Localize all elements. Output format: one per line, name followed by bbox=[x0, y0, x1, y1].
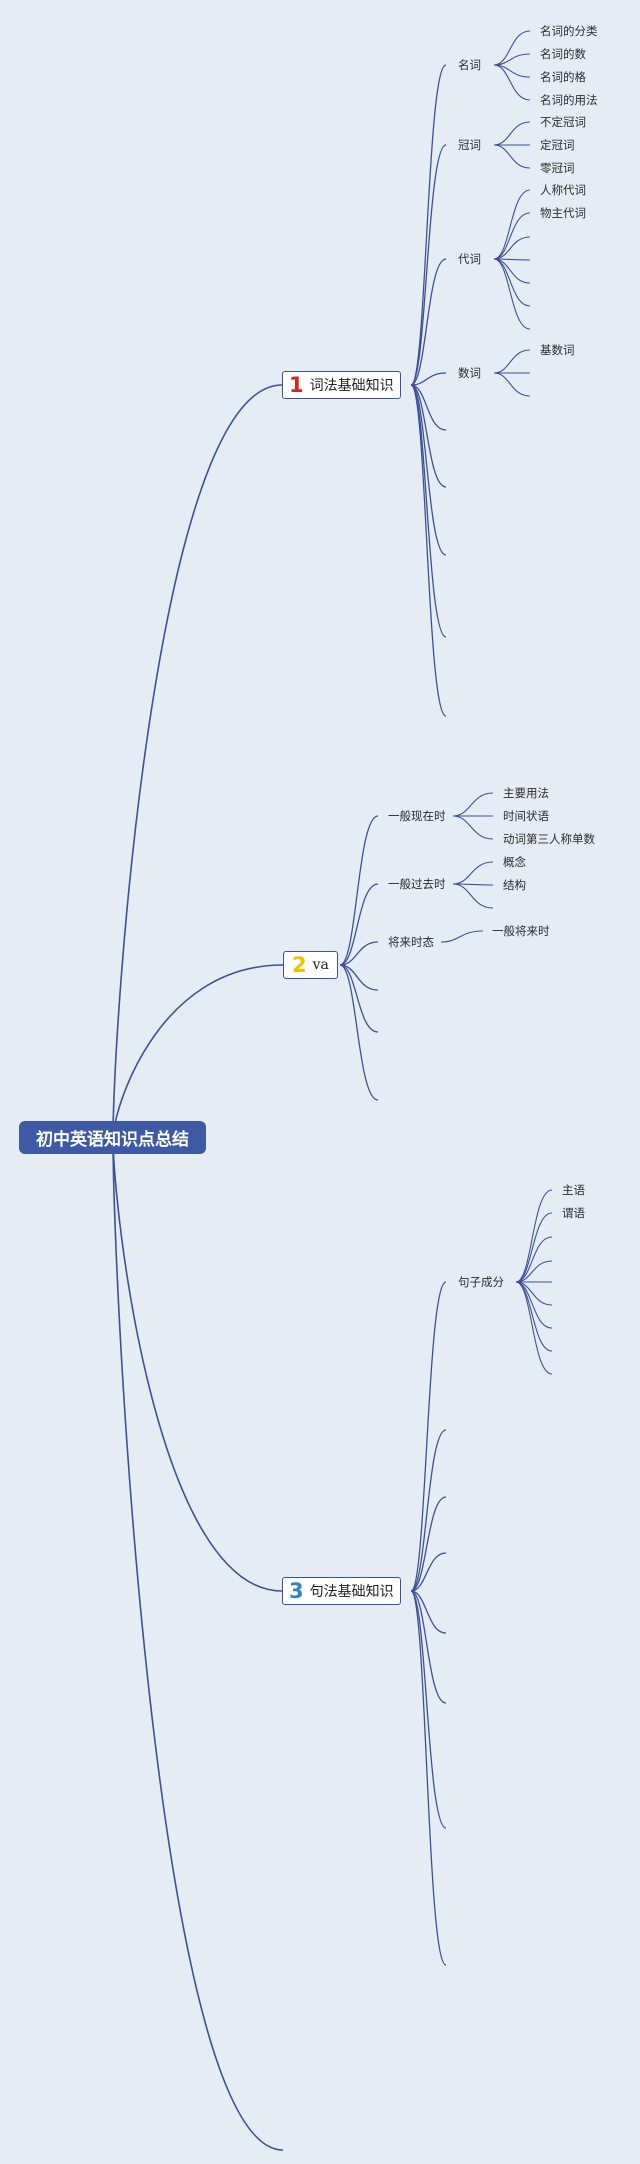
subtopic[interactable]: 一般将来时 bbox=[492, 924, 550, 938]
branch-3-connector bbox=[410, 1590, 447, 1966]
subtopic[interactable]: 人称代词 bbox=[540, 183, 586, 197]
topic-numeral[interactable]: 数词 bbox=[458, 366, 481, 380]
leaf-connector bbox=[493, 30, 531, 66]
subtopic[interactable]: 名词的分类 bbox=[540, 24, 598, 38]
branch-1-connector bbox=[410, 384, 447, 717]
topic-simple-present[interactable]: 一般现在时 bbox=[388, 809, 446, 823]
branch-1-connector bbox=[410, 384, 447, 556]
root-connector bbox=[112, 964, 284, 1139]
leaf-connector bbox=[515, 1212, 553, 1283]
root-connector bbox=[112, 1137, 283, 1592]
branch-3-connector bbox=[410, 1281, 447, 1592]
subtopic[interactable]: 定冠词 bbox=[540, 138, 575, 152]
branch-syntax[interactable]: 3 句法基础知识 bbox=[282, 1577, 401, 1605]
subtopic[interactable]: 结构 bbox=[503, 878, 526, 892]
topic-pronoun[interactable]: 代词 bbox=[458, 252, 481, 266]
subtopic[interactable]: 时间状语 bbox=[503, 809, 549, 823]
subtopic[interactable]: 谓语 bbox=[562, 1206, 585, 1220]
subtopic[interactable]: 名词的数 bbox=[540, 47, 586, 61]
branch-3-connector bbox=[410, 1429, 447, 1592]
branch-number: 2 bbox=[292, 952, 307, 977]
subtopic[interactable]: 名词的格 bbox=[540, 70, 586, 84]
subtopic[interactable]: 基数词 bbox=[540, 343, 575, 357]
leaf-connector bbox=[493, 372, 531, 397]
branch-label: va bbox=[312, 957, 329, 973]
branch-2-connector bbox=[339, 941, 379, 966]
subtopic[interactable]: 物主代词 bbox=[540, 206, 586, 220]
branch-1-connector bbox=[410, 372, 447, 386]
subtopic[interactable]: 名词的用法 bbox=[540, 93, 598, 107]
branch-3-connector bbox=[410, 1496, 447, 1592]
leaf-connector bbox=[515, 1281, 553, 1352]
root-topic[interactable]: 初中英语知识点总结 bbox=[19, 1121, 206, 1154]
branch-number: 3 bbox=[289, 1578, 304, 1603]
branch-1-connector bbox=[410, 384, 447, 638]
subtopic[interactable]: 不定冠词 bbox=[540, 115, 586, 129]
branch-label: 词法基础知识 bbox=[309, 378, 394, 394]
branch-1-connector bbox=[410, 144, 447, 386]
leaf-connector bbox=[493, 258, 531, 330]
branch-1-connector bbox=[410, 384, 447, 488]
topic-article[interactable]: 冠词 bbox=[458, 138, 481, 152]
branch-number: 1 bbox=[289, 372, 304, 397]
branch-tenses[interactable]: 2 va bbox=[283, 951, 338, 979]
leaf-connector bbox=[452, 883, 494, 909]
branch-3-connector bbox=[410, 1552, 447, 1592]
branch-vocabulary[interactable]: 1 词法基础知识 bbox=[282, 371, 401, 399]
subtopic[interactable]: 主语 bbox=[562, 1183, 585, 1197]
leaf-connector bbox=[452, 815, 494, 840]
root-topic-label: 初中英语知识点总结 bbox=[36, 1130, 189, 1150]
leaf-connector bbox=[440, 930, 484, 943]
branch-label: 句法基础知识 bbox=[309, 1584, 394, 1600]
branch-2-connector bbox=[339, 964, 379, 1033]
topic-sentence-elements[interactable]: 句子成分 bbox=[458, 1275, 504, 1289]
branch-1-connector bbox=[410, 258, 447, 386]
leaf-connector bbox=[493, 53, 531, 66]
leaf-connector bbox=[493, 236, 531, 260]
branch-2-connector bbox=[339, 815, 379, 966]
leaf-connector bbox=[493, 212, 531, 260]
branch-1-connector bbox=[410, 64, 447, 386]
branch-2-connector bbox=[339, 964, 379, 1101]
leaf-connector bbox=[452, 792, 494, 817]
leaf-connector bbox=[493, 121, 531, 146]
branch-3-connector bbox=[410, 1590, 447, 1829]
subtopic[interactable]: 零冠词 bbox=[540, 161, 575, 175]
root-connector bbox=[112, 1137, 284, 2151]
subtopic[interactable]: 动词第三人称单数 bbox=[503, 832, 595, 846]
subtopic[interactable]: 主要用法 bbox=[503, 786, 549, 800]
leaf-connector bbox=[493, 189, 531, 260]
root-connector bbox=[112, 384, 283, 1139]
leaf-connector bbox=[493, 64, 531, 101]
leaf-connector bbox=[515, 1281, 553, 1375]
subtopic[interactable]: 概念 bbox=[503, 855, 526, 869]
topic-simple-past[interactable]: 一般过去时 bbox=[388, 877, 446, 891]
branch-3-connector bbox=[410, 1590, 447, 1704]
leaf-connector bbox=[493, 144, 531, 169]
topic-noun[interactable]: 名词 bbox=[458, 58, 481, 72]
branch-3-connector bbox=[410, 1590, 447, 1634]
leaf-connector bbox=[515, 1189, 553, 1283]
leaf-connector bbox=[515, 1236, 553, 1283]
leaf-connector bbox=[452, 861, 494, 885]
branch-1-connector bbox=[410, 384, 447, 431]
leaf-connector bbox=[493, 349, 531, 374]
leaf-connector bbox=[515, 1260, 553, 1283]
topic-future[interactable]: 将来时态 bbox=[388, 935, 434, 949]
branch-2-connector bbox=[339, 883, 379, 966]
